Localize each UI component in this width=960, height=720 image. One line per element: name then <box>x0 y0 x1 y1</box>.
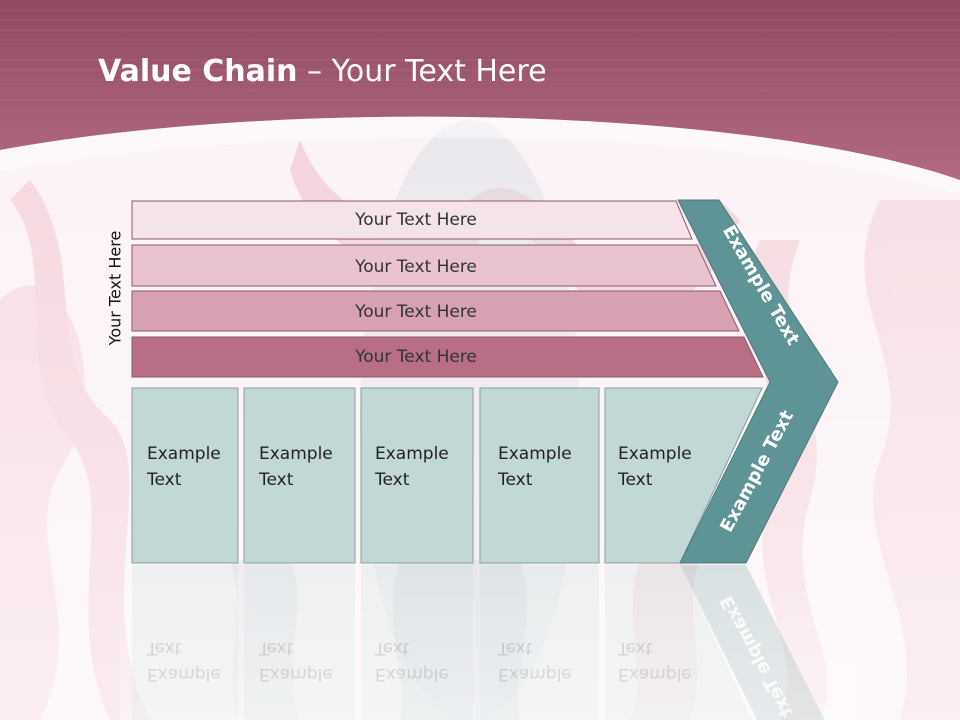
box-3-line-2: Text <box>374 470 410 490</box>
activity-box-3 <box>360 387 474 564</box>
row-3-bar <box>131 290 740 332</box>
row-4-label: Your Text Here <box>354 347 477 367</box>
box-5-line-1: Example <box>618 444 692 464</box>
box-5-line-2: Text <box>617 470 653 490</box>
row-2-bar <box>131 244 717 287</box>
box-3-line-1: Example <box>375 444 449 464</box>
row-4-bar <box>131 336 764 378</box>
box-1-line-1: Example <box>147 444 221 464</box>
activity-box-1 <box>131 387 239 564</box>
box-2-line-2: Text <box>258 470 294 490</box>
row-2-label: Your Text Here <box>354 257 477 277</box>
box-2-line-1: Example <box>259 444 333 464</box>
row-3-label: Your Text Here <box>354 302 477 322</box>
box-4-line-1: Example <box>498 444 572 464</box>
activity-box-2 <box>243 387 356 564</box>
title-bold: Value Chain <box>98 54 298 89</box>
row-1-label: Your Text Here <box>354 210 477 230</box>
title-rest: – Your Text Here <box>297 54 547 89</box>
slide-title: Value Chain – Your Text Here <box>98 52 547 92</box>
activity-box-4 <box>479 387 600 564</box>
box-4-line-2: Text <box>497 470 533 490</box>
row-1-bar <box>131 200 693 240</box>
header-band <box>0 0 960 180</box>
box-1-line-2: Text <box>146 470 182 490</box>
